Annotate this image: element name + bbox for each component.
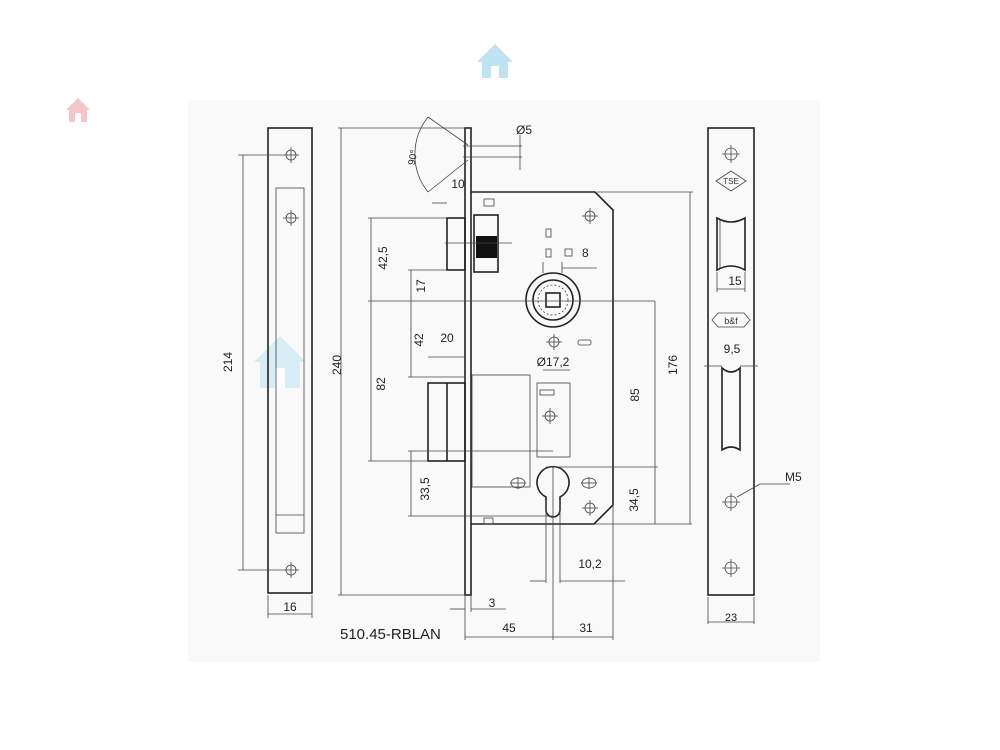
dim-8: 8 (582, 246, 589, 260)
dim-15: 15 (728, 274, 742, 288)
bf-logo: b&f (724, 316, 738, 326)
dim-m5: M5 (785, 470, 802, 484)
house-icon (477, 44, 513, 78)
dim-spindle-diameter: Ø17,2 (537, 355, 570, 369)
dim-214: 214 (221, 352, 235, 372)
dim-23: 23 (725, 612, 737, 624)
dim-85: 85 (628, 388, 642, 402)
dim-screw-diameter: Ø5 (516, 123, 532, 137)
model-number: 510.45-RBLAN (340, 626, 441, 643)
dim-9-5: 9,5 (724, 342, 741, 356)
lock-body (414, 116, 614, 596)
dim-34-5: 34,5 (627, 488, 641, 512)
tse-logo: TSE (723, 177, 739, 186)
dim-45: 45 (502, 621, 516, 635)
dim-16: 16 (283, 600, 297, 614)
dimension-lines (338, 127, 693, 640)
dim-240: 240 (330, 355, 344, 375)
left-faceplate (238, 127, 313, 618)
dim-angle: 90° (407, 149, 420, 166)
dim-10-2: 10,2 (578, 557, 602, 571)
dim-82: 82 (374, 377, 388, 391)
dim-31: 31 (579, 621, 593, 635)
dim-3: 3 (489, 596, 496, 610)
dim-10: 10 (451, 177, 465, 191)
right-faceplate (704, 127, 790, 624)
house-icon (254, 336, 306, 388)
dim-17: 17 (414, 279, 428, 293)
dim-33-5: 33,5 (418, 477, 432, 501)
dim-42-5: 42,5 (376, 246, 390, 270)
dim-20: 20 (440, 331, 454, 345)
dim-42: 42 (412, 333, 426, 347)
house-icon (66, 98, 90, 122)
dim-176: 176 (666, 355, 680, 375)
